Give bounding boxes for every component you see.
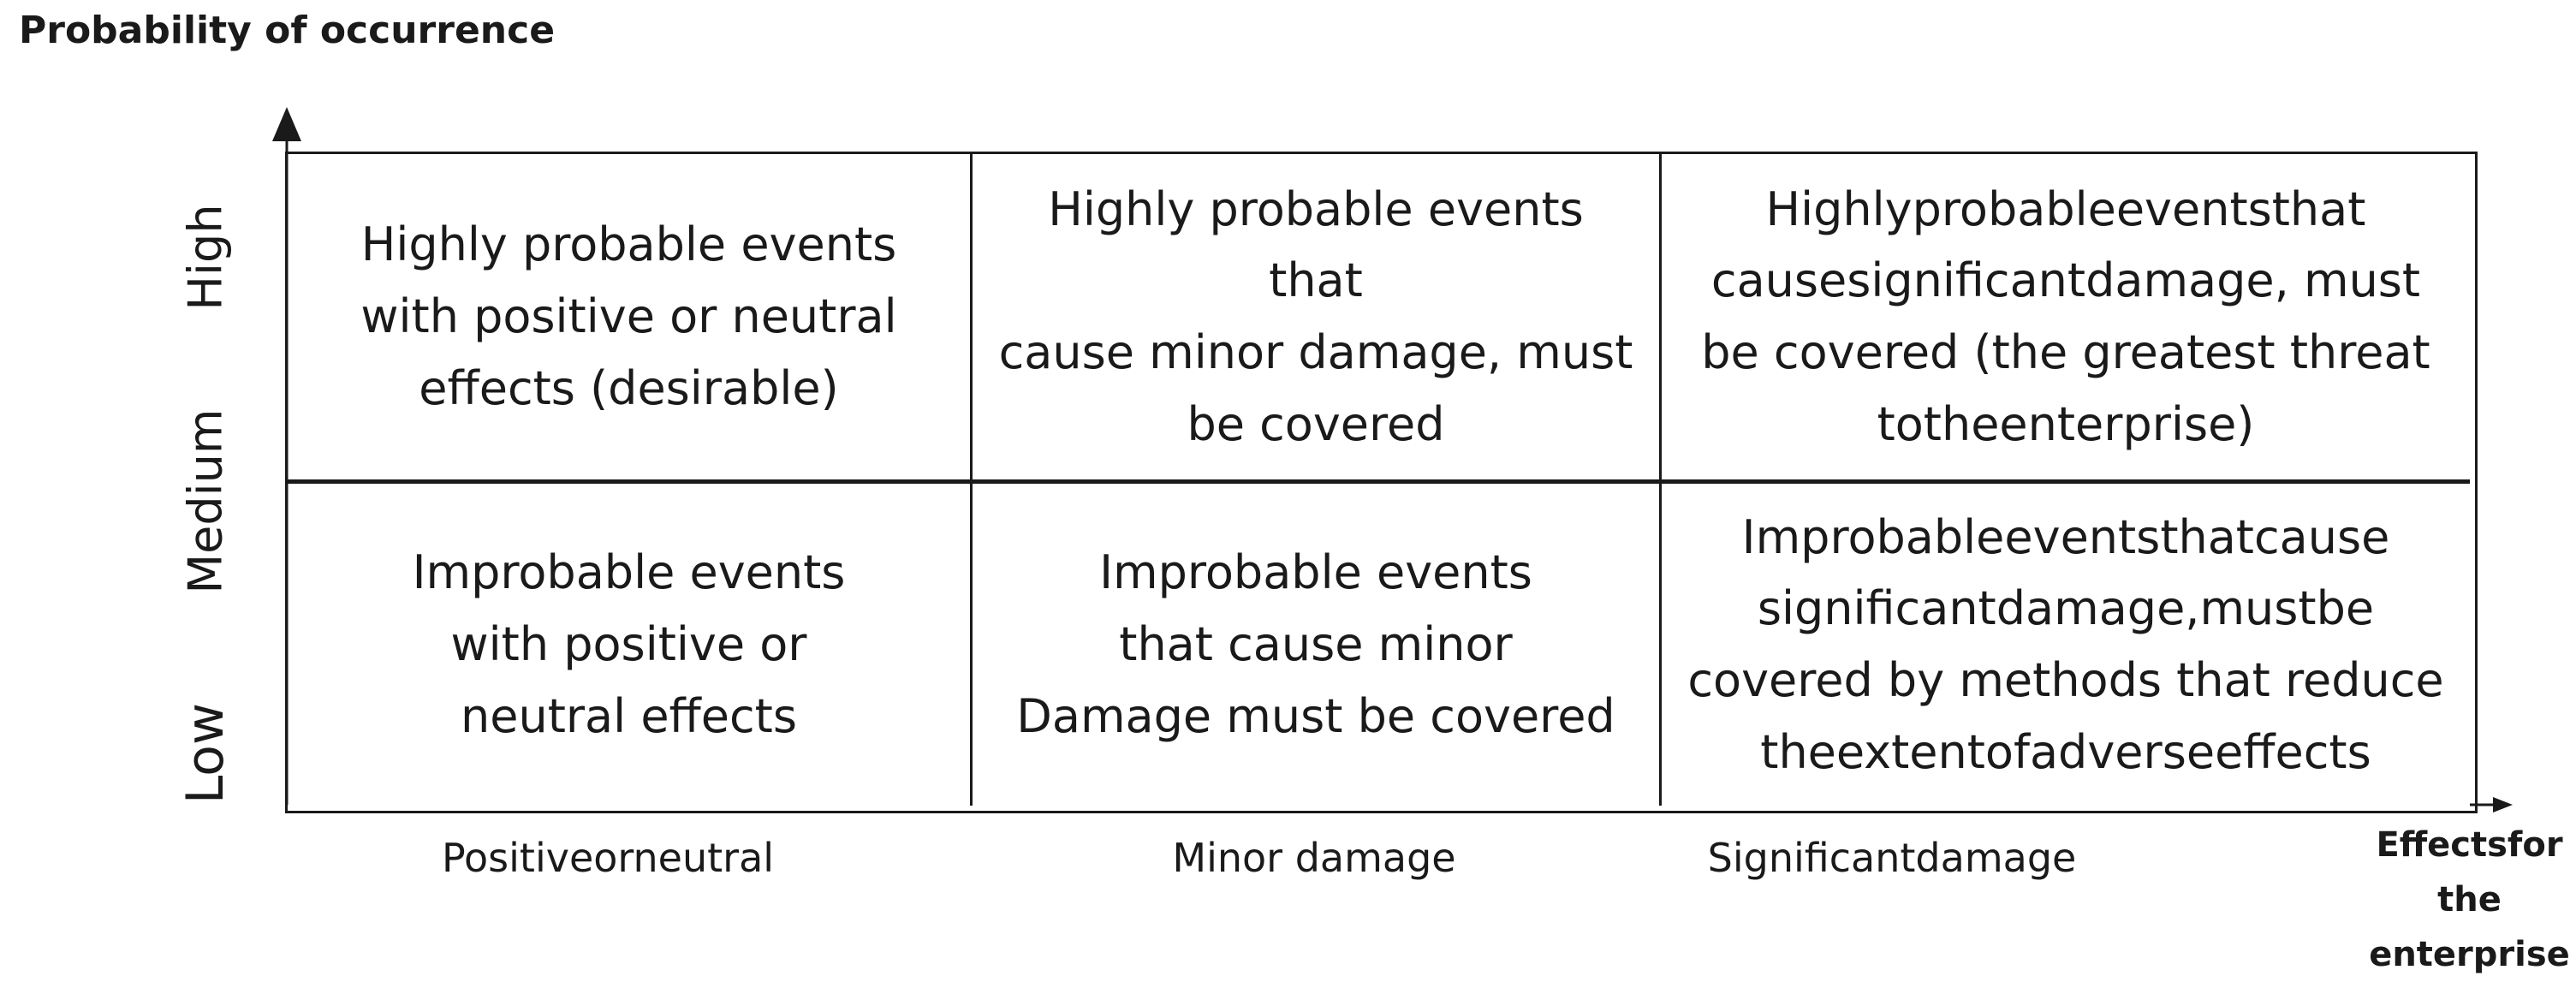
x-category-positive: Positiveorneutral (441, 835, 775, 881)
x-category-significant: Significantdamage (1707, 835, 2077, 881)
x-axis-title: Effectsfor the enterprise (2363, 818, 2576, 982)
x-axis-title-line2: the enterprise (2369, 880, 2570, 974)
cell-low-significant: Improbableeventsthatcause significantdam… (1687, 509, 2444, 779)
cell-low-positive: Improbable events with positive or neutr… (288, 484, 973, 806)
y-axis-levels: High Medium Low (154, 154, 257, 830)
y-axis-arrowhead (272, 107, 301, 141)
cell-high-minor: Highly probable events that cause minor … (973, 154, 1662, 484)
y-level-low: Low (176, 702, 235, 805)
y-level-high: High (178, 203, 233, 311)
cell-low-minor: Improbable events that cause minor Damag… (973, 484, 1662, 806)
cell-high-significant: Highlyprobableeventsthat causesignifican… (1662, 154, 2470, 484)
risk-matrix-grid: Highly probable events with positive or … (285, 152, 2478, 813)
cell-high-positive: Highly probable events with positive or … (288, 154, 973, 484)
y-axis-title: Probability of occurrence (19, 9, 556, 52)
y-level-medium: Medium (178, 408, 233, 593)
x-axis-title-line1: Effectsfor (2376, 825, 2563, 865)
x-category-minor: Minor damage (1172, 835, 1456, 881)
x-axis-arrowhead (2493, 797, 2513, 812)
